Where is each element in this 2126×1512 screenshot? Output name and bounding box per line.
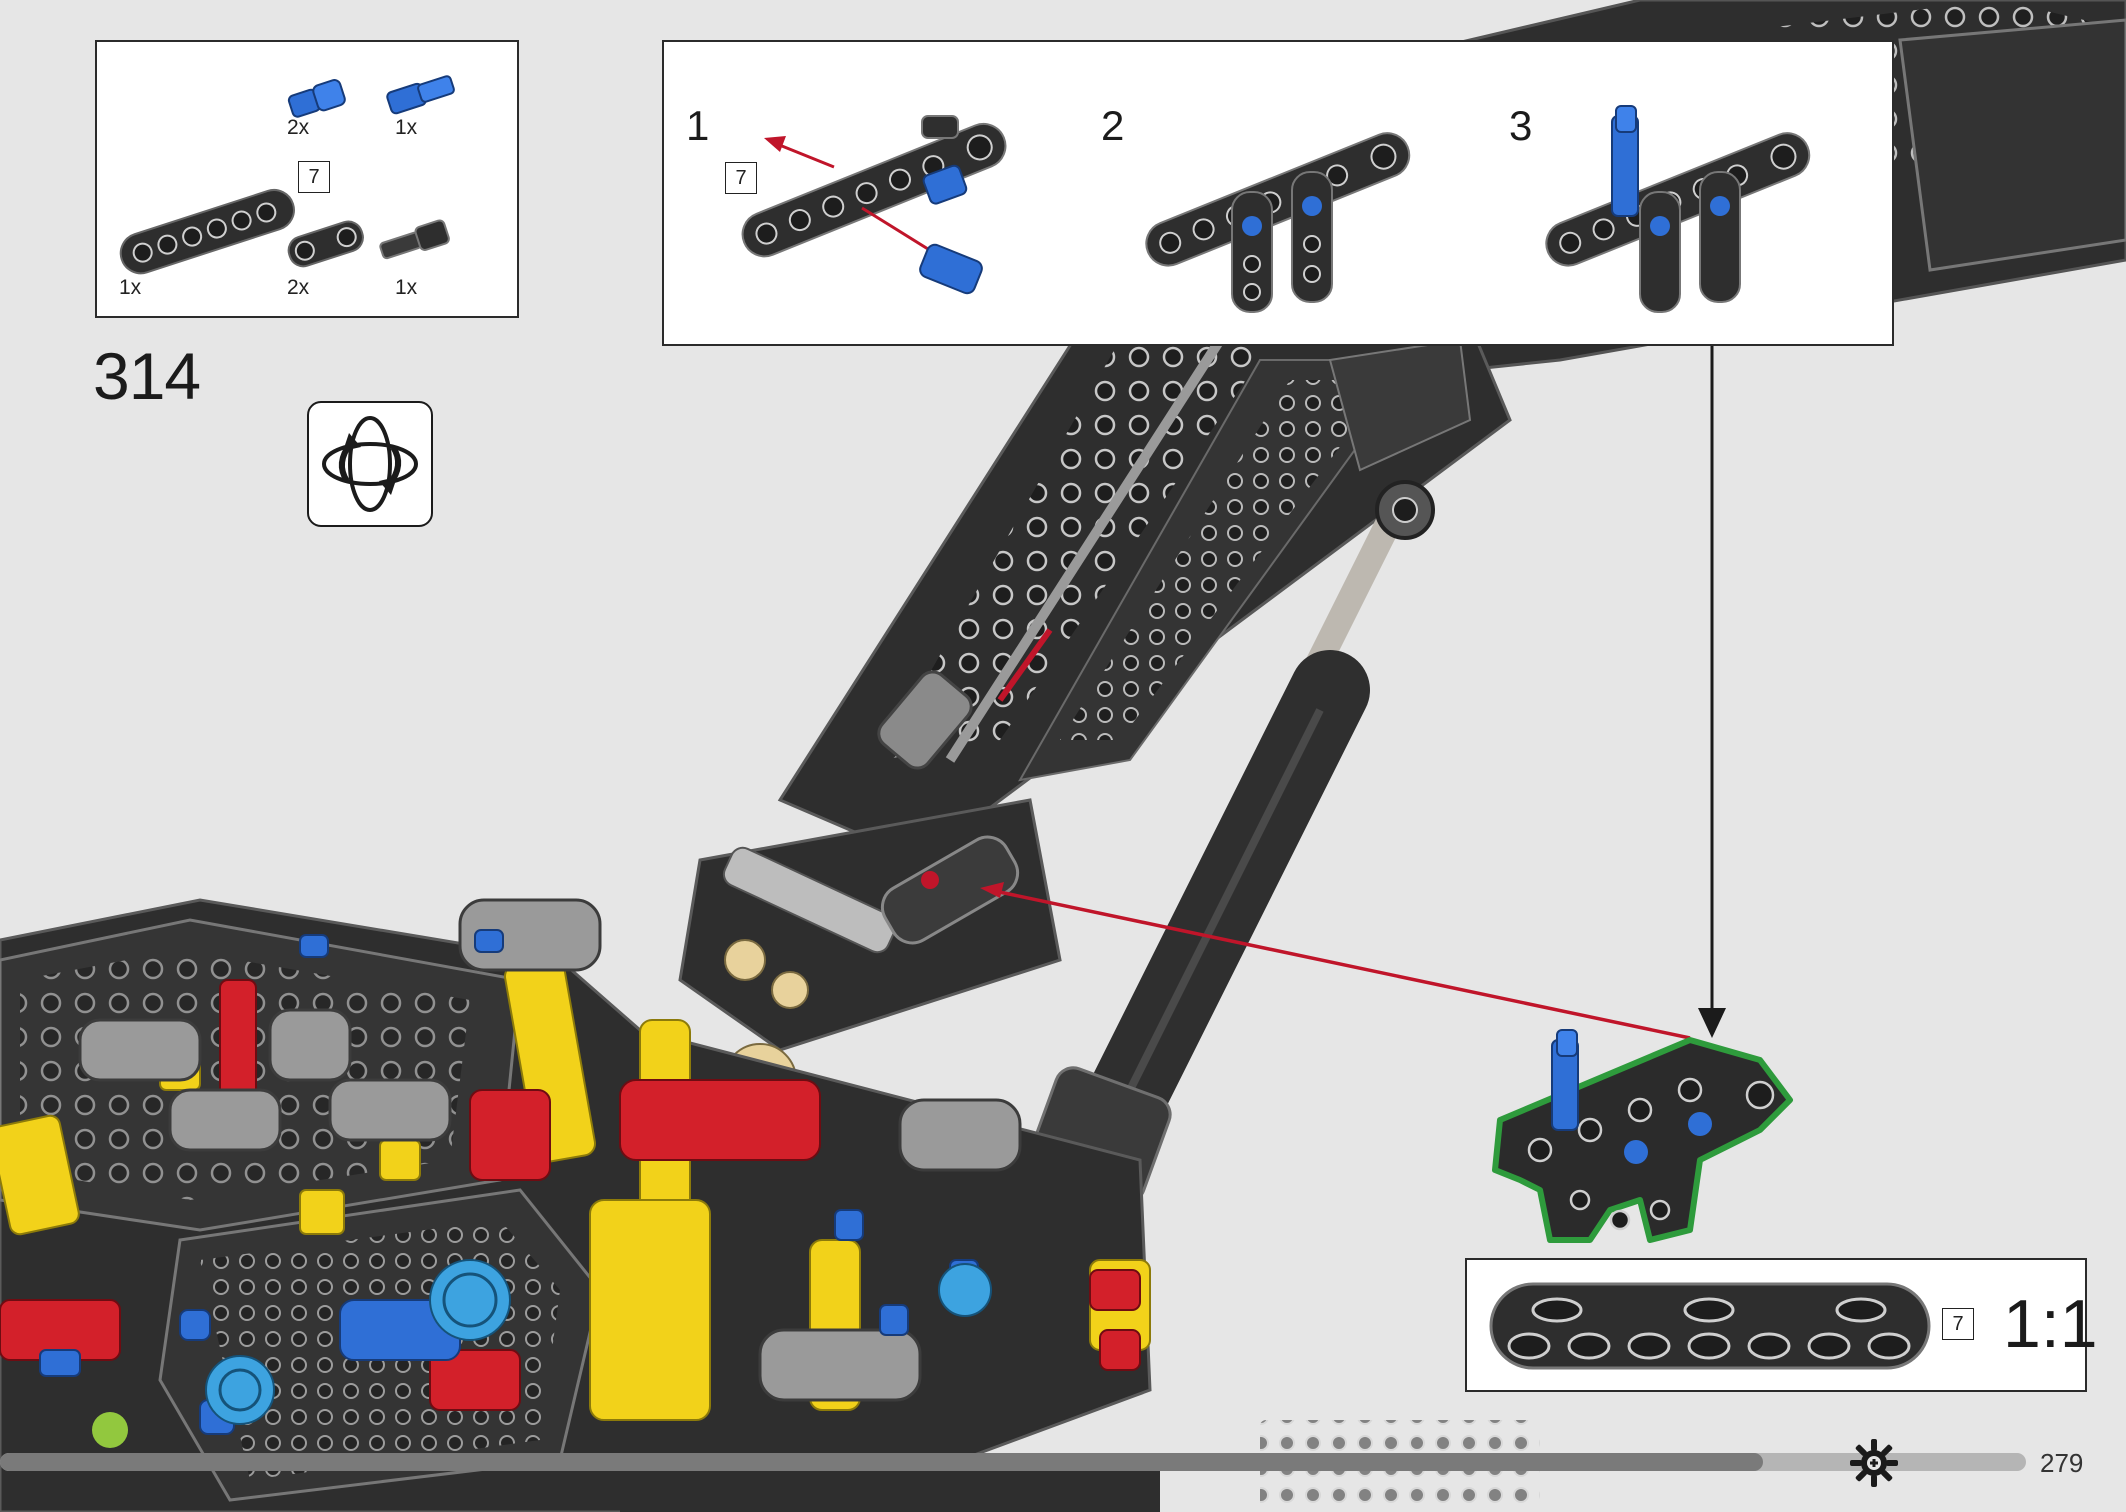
beam-length-tag: 7 bbox=[725, 162, 757, 194]
part-qty: 1x bbox=[395, 116, 418, 139]
angled-connector-icon bbox=[287, 220, 364, 268]
sub-step-1-art bbox=[741, 115, 1007, 295]
sub-assembly-art bbox=[741, 105, 1811, 313]
rotate-model-icon bbox=[322, 416, 418, 512]
placement-arrow bbox=[980, 882, 1691, 1040]
page-progress-bar bbox=[0, 1453, 2026, 1471]
part-qty: 1x bbox=[395, 276, 418, 299]
blue-axle-pin-icon bbox=[386, 75, 455, 115]
sub-step-label: 2 bbox=[1101, 102, 1125, 149]
scale-ratio: 1:1 bbox=[2003, 1286, 2098, 1362]
scale-reference-box: 7 bbox=[1465, 1258, 2087, 1392]
sub-step-3-art bbox=[1545, 105, 1811, 313]
part-qty: 2x bbox=[287, 276, 310, 299]
gear-progress-icon bbox=[1850, 1439, 1898, 1487]
blue-pin-with-bush-icon bbox=[287, 79, 346, 118]
page-progress-fill bbox=[0, 1453, 1763, 1471]
sub-step-label: 3 bbox=[1509, 102, 1533, 149]
beam-length-tag: 7 bbox=[298, 161, 330, 193]
beam-7-scale-art bbox=[1489, 1282, 1931, 1370]
black-axle-pin-icon bbox=[379, 219, 450, 260]
boom-pivot bbox=[678, 798, 1062, 1117]
boom-main bbox=[777, 298, 1512, 862]
parts-list-box: 2x 1x 7 1x 2x 1x bbox=[95, 40, 519, 318]
rotate-model-button[interactable] bbox=[307, 401, 433, 527]
part-qty: 1x bbox=[119, 276, 142, 299]
sub-assembly-box: 1 2 3 7 bbox=[662, 40, 1894, 346]
callout-arrow bbox=[1698, 346, 1726, 1038]
beam-7-icon bbox=[119, 188, 295, 275]
sub-step-label: 1 bbox=[686, 102, 710, 149]
part-qty: 2x bbox=[287, 116, 310, 139]
parts-list-art bbox=[119, 75, 455, 275]
page-number: 279 bbox=[2040, 1448, 2084, 1478]
highlighted-subassembly bbox=[1492, 1029, 1793, 1243]
sub-step-2-art bbox=[1145, 132, 1411, 313]
beam-length-tag: 7 bbox=[1942, 1308, 1974, 1340]
step-number: 314 bbox=[93, 339, 201, 413]
